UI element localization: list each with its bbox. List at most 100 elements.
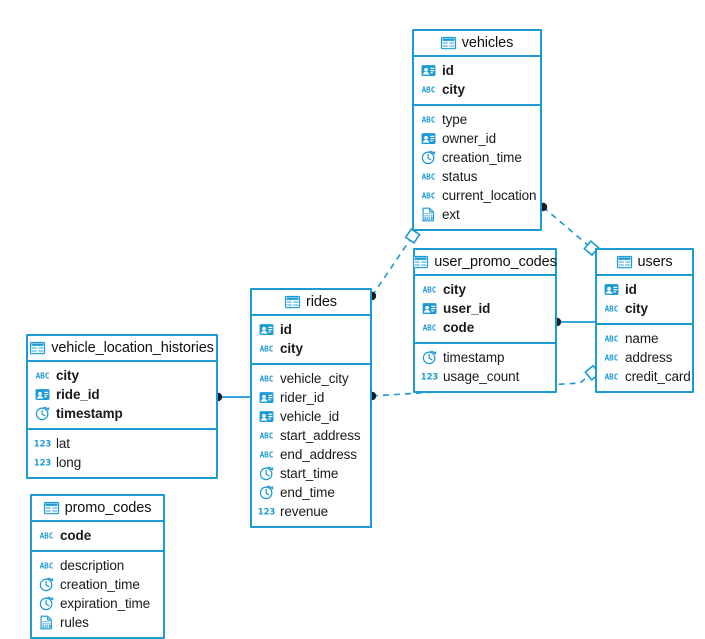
field-name: end_time (280, 485, 335, 500)
field-row[interactable]: creation_time (414, 148, 540, 167)
field-name: city (625, 301, 648, 316)
relationship-rel-upc-users[interactable] (552, 317, 595, 327)
field-name: id (442, 63, 454, 78)
svg-text:ABC: ABC (422, 192, 436, 201)
field-row[interactable]: timestamp (415, 348, 555, 367)
clock-timestamp-icon (259, 485, 274, 500)
relationship-rel-vlh-rides[interactable] (213, 392, 250, 402)
field-name: code (443, 320, 475, 335)
relationship-rel-rides-vehicles[interactable] (367, 227, 421, 301)
field-row[interactable]: ride_id (28, 385, 216, 404)
field-row[interactable]: id (597, 280, 692, 299)
field-row[interactable]: owner_id (414, 129, 540, 148)
entity-header[interactable]: vehicle_location_histories (28, 336, 216, 362)
abc-string-icon: ABC (422, 192, 436, 201)
entity-title: rides (306, 294, 337, 310)
uuid-key-icon (259, 392, 274, 403)
field-name: timestamp (443, 350, 505, 365)
field-row[interactable]: ABC address (597, 348, 692, 367)
field-row[interactable]: timestamp (28, 404, 216, 423)
abc-string-icon: ABC (422, 116, 436, 125)
field-row[interactable]: id (252, 320, 370, 339)
123-number-icon: 123 (34, 458, 52, 468)
field-row[interactable]: expiration_time (32, 594, 163, 613)
field-name: city (443, 282, 466, 297)
uuid-key-icon (421, 133, 436, 144)
abc-string-icon: ABC (605, 354, 619, 363)
entity-header[interactable]: rides (252, 290, 370, 316)
table-icon (616, 255, 632, 268)
field-row[interactable]: end_time (252, 483, 370, 502)
field-row[interactable]: 123 lat (28, 434, 216, 453)
table-icon (284, 295, 301, 308)
entity-header[interactable]: user_promo_codes (413, 250, 557, 276)
field-row[interactable]: start_time (252, 464, 370, 483)
svg-text:ABC: ABC (260, 375, 274, 384)
field-name: end_address (280, 447, 357, 462)
field-name: rider_id (280, 390, 325, 405)
entity-title: users (637, 254, 673, 270)
field-row[interactable]: creation_time (32, 575, 163, 594)
field-row[interactable]: JSON ext (414, 205, 540, 224)
abc-string-icon: ABC (423, 324, 437, 333)
entity-title: vehicles (461, 35, 514, 51)
svg-text:123: 123 (34, 439, 52, 449)
abc-string-icon: ABC (36, 372, 50, 381)
field-name: id (625, 282, 637, 297)
table-icon (440, 36, 456, 49)
entity-header[interactable]: vehicles (414, 31, 540, 57)
abc-string-icon: ABC (605, 305, 619, 314)
svg-text:ABC: ABC (423, 286, 437, 295)
field-row[interactable]: user_id (415, 299, 555, 318)
json-document-icon: JSON (39, 615, 53, 630)
entity-header[interactable]: promo_codes (32, 496, 163, 522)
123-number-icon: 123 (421, 372, 439, 382)
relationship-line (542, 206, 597, 253)
123-number-icon: 123 (258, 507, 276, 517)
field-row[interactable]: id (414, 61, 540, 80)
field-name: lat (56, 436, 70, 451)
table-icon (30, 341, 46, 354)
entity-header[interactable]: users (597, 250, 692, 276)
field-row[interactable]: rider_id (252, 388, 370, 407)
field-row[interactable]: vehicle_id (252, 407, 370, 426)
svg-text:JSON: JSON (421, 216, 434, 222)
field-row[interactable]: ABC city (597, 299, 692, 318)
field-name: owner_id (442, 131, 496, 146)
field-name: ext (442, 207, 460, 222)
field-row[interactable]: ABC code (415, 318, 555, 337)
svg-text:ABC: ABC (40, 532, 54, 541)
json-document-icon: JSON (421, 207, 435, 222)
field-name: address (625, 350, 673, 365)
field-name: description (60, 558, 125, 573)
field-row[interactable]: ABC city (415, 280, 555, 299)
clock-timestamp-icon (39, 577, 54, 592)
